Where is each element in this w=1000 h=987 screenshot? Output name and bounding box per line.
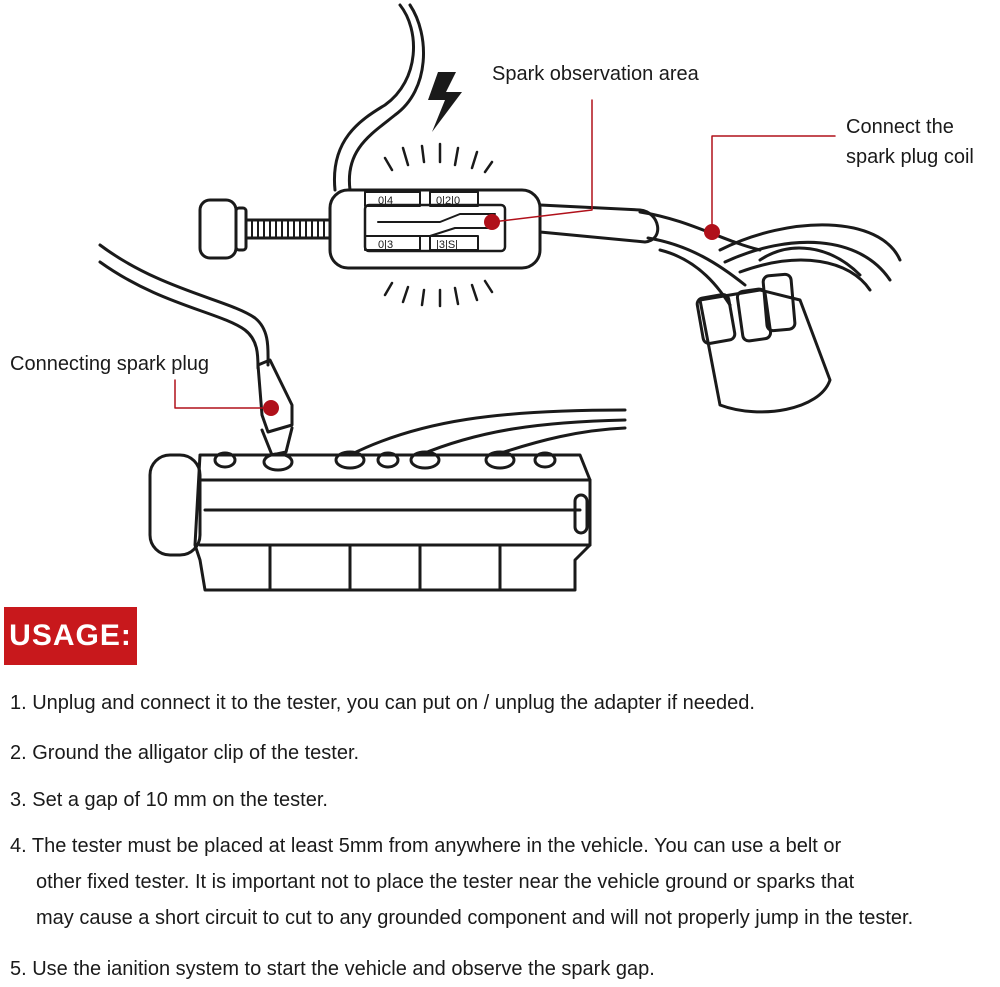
step-4-line-1: 4. The tester must be placed at least 5m… <box>10 835 842 857</box>
step-4-line-3: may cause a short circuit to cut to any … <box>36 907 914 929</box>
leader-observation <box>491 99 593 223</box>
scale-top-left: 0|4 <box>378 195 393 207</box>
step-3: 3. Set a gap of 10 mm on the tester. <box>10 789 328 811</box>
scale-top-right: 0|2|0 <box>436 195 460 207</box>
scale-bottom-right: |3|S| <box>436 239 458 251</box>
spark-tester-diagram: 0|4 0|2|0 0|3 |3|S| <box>98 3 902 592</box>
leader-plug <box>174 379 271 409</box>
callout-coil-line-2: spark plug coil <box>846 146 974 168</box>
leader-coil <box>711 135 836 233</box>
step-5: 5. Use the ianition system to start the … <box>10 958 655 980</box>
upper-cable <box>332 3 415 192</box>
engine-block <box>193 453 592 592</box>
coil-pack <box>698 288 832 414</box>
usage-heading: USAGE: <box>4 607 137 665</box>
plug-cable <box>98 243 270 367</box>
tester-body <box>328 188 542 270</box>
adjust-knob <box>198 198 238 260</box>
spark-rays-top <box>383 142 494 174</box>
marker-observation <box>484 214 500 230</box>
marker-coil <box>704 224 720 240</box>
callout-coil-line-1: Connect the <box>846 116 954 138</box>
spark-rays-bottom <box>383 279 494 308</box>
step-4-line-2: other fixed tester. It is important not … <box>36 871 855 893</box>
marker-plug <box>263 400 279 416</box>
step-2: 2. Ground the alligator clip of the test… <box>10 742 360 764</box>
callout-spark-observation: Spark observation area <box>492 63 699 85</box>
callout-connecting-spark-plug: Connecting spark plug <box>10 353 210 375</box>
lightning-icon <box>428 72 462 132</box>
step-1: 1. Unplug and connect it to the tester, … <box>10 692 755 714</box>
callout-spark-plug-coil: Connect the spark plug coil <box>846 112 974 172</box>
scale-bottom-left: 0|3 <box>378 239 393 251</box>
